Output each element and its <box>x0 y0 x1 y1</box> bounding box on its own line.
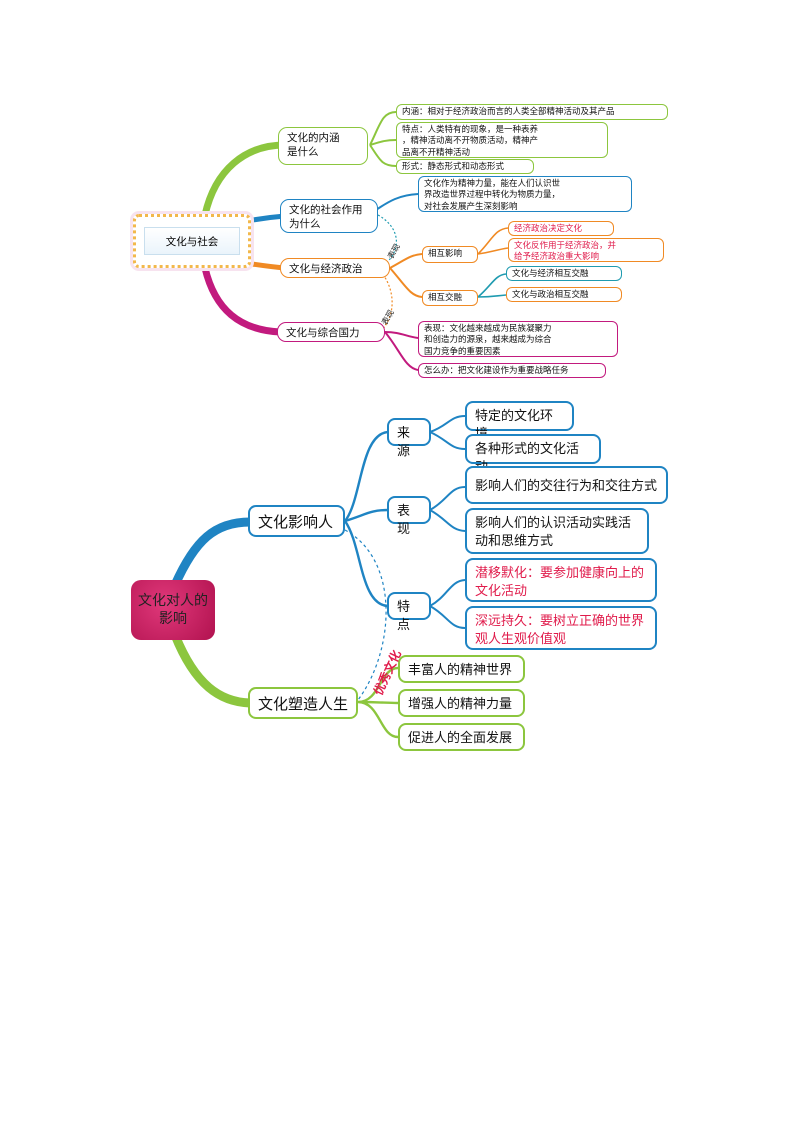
map1-leaf-jiaorong2[interactable]: 文化与政治相互交融 <box>506 287 622 302</box>
map2-leaf-6[interactable]: 深远持久：要树立正确的世界 观人生观价值观 <box>465 606 657 650</box>
edge2-root-b1 <box>170 517 255 590</box>
map1-sub-xianghu-yingxiang[interactable]: 相互影响 <box>422 246 478 263</box>
map2-center[interactable]: 文化对人的 影响 <box>131 580 215 640</box>
map2-leaf-5[interactable]: 潜移默化：要参加健康向上的 文化活动 <box>465 558 657 602</box>
map2-leaf-1[interactable]: 特定的文化环境 <box>465 401 574 442</box>
map1-branch-b4[interactable]: 文化与综合国力 <box>277 322 385 342</box>
map2-leaf-2[interactable]: 各种形式的文化活动 <box>465 434 601 475</box>
dotted-connector-3 <box>344 529 387 701</box>
map2-leaf-7[interactable]: 丰富人的精神世界 <box>398 655 525 683</box>
map1-branch-b1[interactable]: 文化的内涵 是什么 <box>278 127 368 165</box>
map1-leaf-biaoxian[interactable]: 表现：文化越来越成为民族凝聚力 和创造力的源泉，越来越成为综合 国力竞争的重要因… <box>418 321 618 357</box>
edge2-b1-subs <box>344 430 389 608</box>
map2-leaf-4[interactable]: 影响人们的认识活动实践活 动和思维方式 <box>465 508 649 554</box>
map1-leaf-zenme[interactable]: 怎么办：把文化建设作为重要战略任务 <box>418 363 606 378</box>
map1-leaf-xingshi[interactable]: 形式：静态形式和动态形式 <box>396 159 534 174</box>
edge-root-b4 <box>201 264 284 336</box>
map1-leaf-jiaorong1[interactable]: 文化与经济相互交融 <box>506 266 622 281</box>
map2-leaf-9[interactable]: 促进人的全面发展 <box>398 723 525 751</box>
map2-sub-tedian[interactable]: 特点 <box>387 592 431 633</box>
map2-leaf-8[interactable]: 增强人的精神力量 <box>398 689 525 717</box>
map1-sub-xianghu-jiaorong[interactable]: 相互交融 <box>422 290 478 306</box>
edge-sub2-leaves <box>477 273 507 298</box>
map1-leaf-jueding[interactable]: 经济政治决定文化 <box>508 221 614 236</box>
map2-sub-laiyuan[interactable]: 来源 <box>387 418 431 459</box>
map2-branch-b1[interactable]: 文化影响人 <box>248 505 345 537</box>
map1-leaf-zuoyong[interactable]: 文化作为精神力量，能在人们认识世 界改造世界过程中转化为物质力量， 对社会发展产… <box>418 176 632 212</box>
map1-leaf-fanzuoyong[interactable]: 文化反作用于经济政治，并 给予经济政治重大影响 <box>508 238 664 262</box>
edge2-biaoxian-leaves <box>429 486 466 532</box>
edge-b4-leaves <box>384 331 419 371</box>
map1-center[interactable]: 文化与社会 <box>133 214 251 268</box>
edge2-laiyuan-leaves <box>429 415 466 450</box>
map1-center-label: 文化与社会 <box>144 227 240 255</box>
map1-branch-b2[interactable]: 文化的社会作用 为什么 <box>280 199 378 233</box>
map1-branch-b3[interactable]: 文化与经济政治 <box>280 258 390 278</box>
edge-b3-sub <box>389 253 423 298</box>
map1-leaf-tedian[interactable]: 特点：人类特有的现象，是一种表养 ，精神活动离不开物质活动，精神产 品离不开精神… <box>396 122 608 158</box>
map2-sub-biaoxian[interactable]: 表现 <box>387 496 431 537</box>
edge-sub1-leaves <box>477 227 509 255</box>
edge2-root-b2 <box>170 630 255 708</box>
map2-branch-b2[interactable]: 文化塑造人生 <box>248 687 358 719</box>
edge-b1-leaves <box>369 111 397 167</box>
edge-root-b1 <box>201 141 289 219</box>
map2-center-label: 文化对人的 影响 <box>138 592 208 627</box>
edge2-b2-leaves <box>357 666 399 739</box>
edge2-tedian-leaves <box>429 579 466 629</box>
map2-leaf-3[interactable]: 影响人们的交往行为和交往方式 <box>465 466 668 504</box>
map1-leaf-neihan[interactable]: 内涵：相对于经济政治而言的人类全部精神活动及其产品 <box>396 104 668 120</box>
